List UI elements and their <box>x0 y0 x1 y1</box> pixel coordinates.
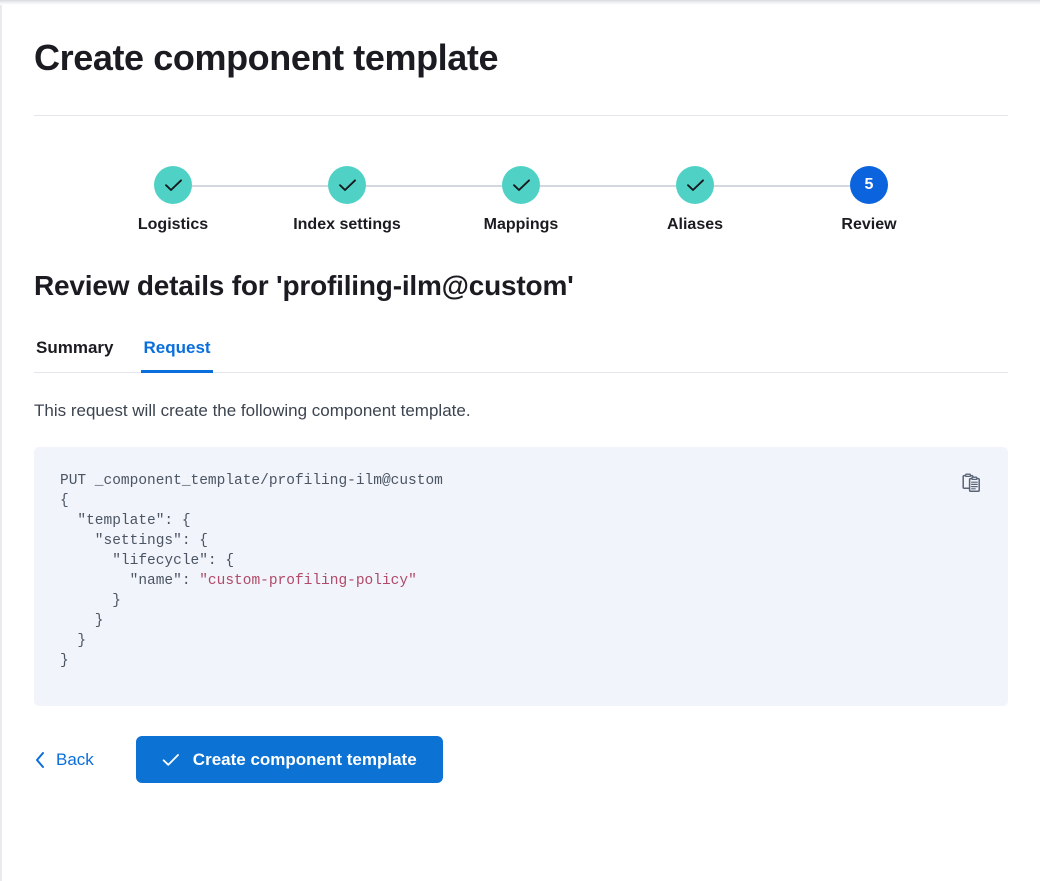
step-number-badge: 5 <box>850 166 888 205</box>
review-heading: Review details for 'profiling-ilm@custom… <box>34 270 574 302</box>
window-left-edge <box>0 5 2 881</box>
create-component-template-button-label: Create component template <box>192 750 417 770</box>
window-top-edge <box>0 0 1040 5</box>
request-description: This request will create the following c… <box>34 401 471 421</box>
review-tabs: Summary Request <box>34 338 1008 374</box>
check-icon <box>328 166 366 205</box>
create-component-template-button[interactable]: Create component template <box>135 736 443 784</box>
back-button[interactable]: Back <box>34 750 94 770</box>
request-code: PUT _component_template/profiling-ilm@cu… <box>60 473 443 670</box>
wizard-step-index-settings[interactable]: Index settings <box>272 166 422 234</box>
wizard-step-label: Aliases <box>666 216 724 234</box>
wizard-step-label: Mappings <box>483 216 559 234</box>
tab-request[interactable]: Request <box>141 338 213 374</box>
check-icon <box>676 166 714 205</box>
request-code-panel: PUT _component_template/profiling-ilm@cu… <box>34 447 1008 707</box>
wizard-step-logistics[interactable]: Logistics <box>98 166 248 234</box>
copy-to-clipboard-button[interactable] <box>958 469 986 497</box>
create-component-template-page: Create component template Logistics Index… <box>2 5 1040 881</box>
back-button-label: Back <box>56 749 94 769</box>
tab-summary[interactable]: Summary <box>34 338 115 373</box>
wizard-step-label: Index settings <box>293 216 401 234</box>
wizard-step-label: Review <box>841 216 897 234</box>
wizard-actions: Back Create component template <box>34 736 1008 784</box>
wizard-step-aliases[interactable]: Aliases <box>620 166 770 234</box>
title-divider <box>34 115 1008 117</box>
page-title: Create component template <box>34 37 499 78</box>
wizard-step-label: Logistics <box>137 216 209 234</box>
check-icon <box>162 753 180 767</box>
copy-clipboard-icon <box>962 473 982 494</box>
check-icon <box>154 166 192 205</box>
wizard-step-mappings[interactable]: Mappings <box>446 166 596 234</box>
check-icon <box>502 166 540 205</box>
chevron-left-icon <box>34 751 46 769</box>
